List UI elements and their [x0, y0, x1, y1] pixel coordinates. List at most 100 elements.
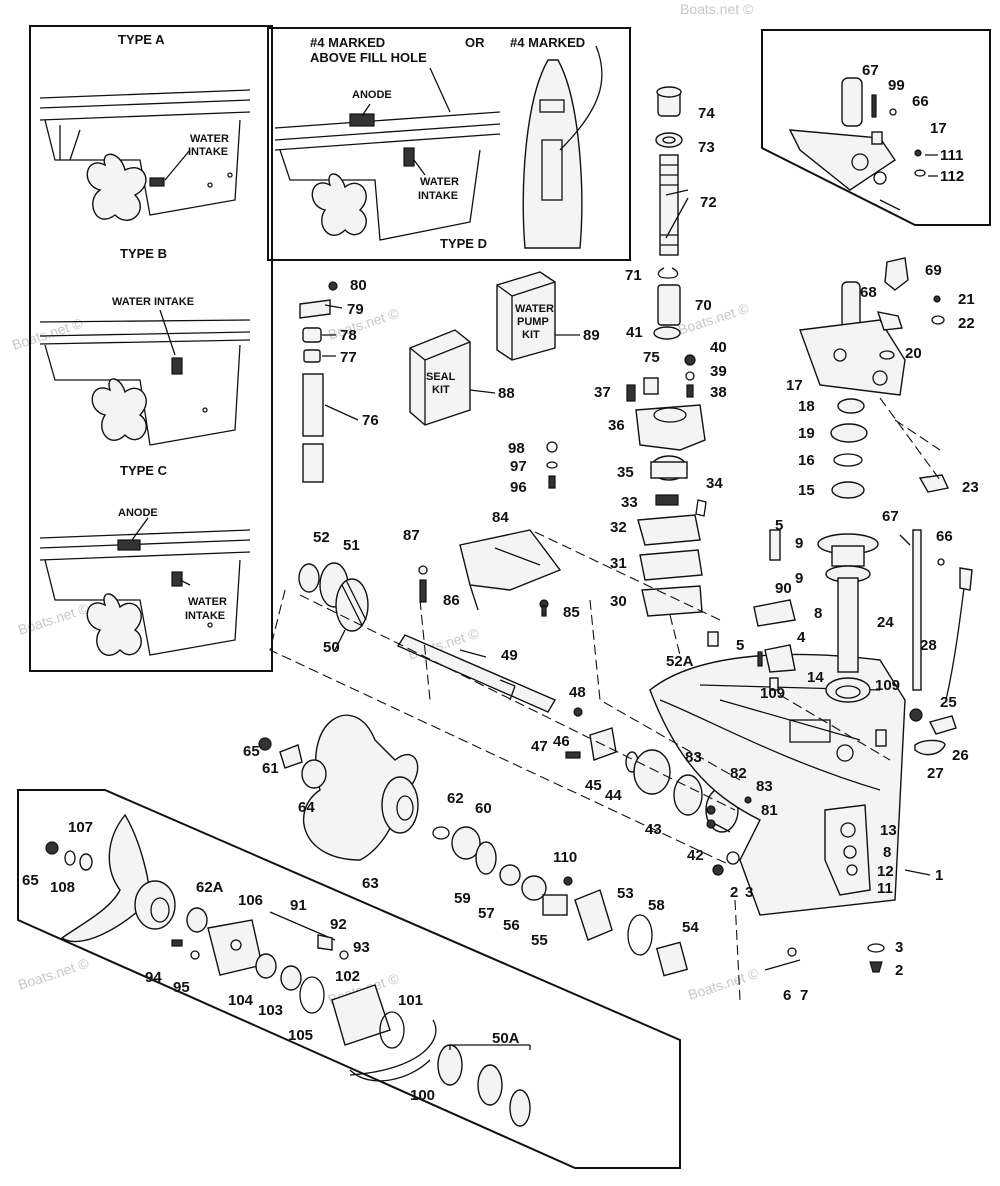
callout-20: 20 [905, 345, 922, 362]
callout-36: 36 [608, 417, 625, 434]
callout-103: 103 [258, 1002, 283, 1019]
callout-62a: 62A [196, 879, 224, 896]
callout-100: 100 [410, 1087, 435, 1104]
seal-kit-text-1: SEAL [426, 371, 456, 383]
watermark-left: Boats.net © [10, 315, 85, 353]
callout-67-right: 67 [882, 508, 899, 525]
pump-kit-text-2: PUMP [517, 316, 549, 328]
callout-73: 73 [698, 139, 715, 156]
callout-11: 11 [877, 880, 893, 897]
callout-48: 48 [569, 684, 586, 701]
callout-30: 30 [610, 593, 627, 610]
watermark-mid2: Boats.net © [676, 300, 751, 338]
callout-35: 35 [617, 464, 634, 481]
callout-55: 55 [531, 932, 548, 949]
callout-60: 60 [475, 800, 492, 817]
callout-81: 81 [761, 802, 778, 819]
callout-63: 63 [362, 875, 379, 892]
callout-6: 6 [783, 987, 791, 1004]
callout-50a: 50A [492, 1030, 520, 1047]
callout-75: 75 [643, 349, 660, 366]
callout-92: 92 [330, 916, 347, 933]
callout-110: 110 [553, 849, 577, 866]
callout-34: 34 [706, 475, 723, 492]
type-d-marked-right: #4 MARKED [510, 35, 585, 50]
callout-17-mid: 17 [786, 377, 803, 394]
callout-24: 24 [877, 614, 894, 631]
callout-70: 70 [695, 297, 712, 314]
callout-85: 85 [563, 604, 580, 621]
callout-41: 41 [626, 324, 643, 341]
callout-7: 7 [800, 987, 808, 1004]
callout-12: 12 [877, 863, 894, 880]
callout-91: 91 [290, 897, 307, 914]
callout-50: 50 [323, 639, 340, 656]
type-c-water: WATER [188, 596, 227, 608]
water-pump-kit-box: WATER PUMP KIT [496, 271, 556, 361]
callout-42: 42 [687, 847, 704, 864]
callout-89: 89 [583, 327, 600, 344]
callout-65-lower: 65 [22, 872, 39, 889]
callout-3-lower: 3 [895, 939, 903, 956]
callout-21: 21 [958, 291, 975, 308]
callout-25: 25 [940, 694, 957, 711]
callout-77: 77 [340, 349, 357, 366]
callout-88: 88 [498, 385, 515, 402]
type-d-label: TYPE D [440, 236, 487, 251]
callout-52: 52 [313, 529, 330, 546]
callout-109-left: 109 [760, 685, 785, 702]
callout-45: 45 [585, 777, 602, 794]
callout-57: 57 [478, 905, 495, 922]
callout-9-upper: 9 [795, 535, 803, 552]
callout-8-lower: 8 [883, 844, 891, 861]
callout-83-right: 83 [756, 778, 773, 795]
inset-tr-frame [761, 29, 991, 226]
pump-base-parts [799, 257, 950, 499]
callout-96: 96 [510, 479, 527, 496]
type-d-water: WATER [420, 176, 459, 188]
callout-38: 38 [710, 384, 727, 401]
driveshaft-parts [626, 86, 707, 617]
inset-types-abc: TYPE A WATER INTAKE TYPE B WATER INTAKE … [29, 25, 273, 672]
type-d-intake: INTAKE [418, 190, 458, 202]
callout-49: 49 [501, 647, 518, 664]
callout-59: 59 [454, 890, 471, 907]
callout-53: 53 [617, 885, 634, 902]
callout-97: 97 [510, 458, 527, 475]
callout-104: 104 [228, 992, 254, 1009]
pump-kit-text-1: WATER [515, 303, 554, 315]
callout-19: 19 [798, 425, 815, 442]
callout-27: 27 [927, 765, 944, 782]
inset-d-frame [267, 27, 631, 261]
callout-28: 28 [920, 637, 937, 654]
callout-2-upper: 2 [730, 884, 738, 901]
callout-56: 56 [503, 917, 520, 934]
callout-4: 4 [797, 629, 806, 646]
callout-83-left: 83 [685, 749, 702, 766]
type-d-marked-left-1: #4 MARKED [310, 35, 385, 50]
callout-5-upper: 5 [775, 517, 783, 534]
callout-107: 107 [68, 819, 93, 836]
callout-5-lower: 5 [736, 637, 744, 654]
callout-9-lower: 9 [795, 570, 803, 587]
type-c-intake: INTAKE [185, 610, 225, 622]
callout-14: 14 [807, 669, 824, 686]
callout-111: 111 [940, 147, 963, 164]
callout-37: 37 [594, 384, 611, 401]
callout-13: 13 [880, 822, 897, 839]
callout-17-top: 17 [930, 120, 947, 137]
callout-94: 94 [145, 969, 162, 986]
inset-top-right [761, 29, 991, 226]
inset-type-d: #4 MARKED ABOVE FILL HOLE OR #4 MARKED A… [267, 27, 631, 261]
seal-kit-text-2: KIT [432, 384, 450, 396]
callout-82: 82 [730, 765, 747, 782]
type-d-anode: ANODE [352, 89, 392, 101]
callout-47: 47 [531, 738, 548, 755]
type-c-drawing [39, 517, 251, 656]
inset-alt-propeller [17, 789, 681, 1169]
callout-66-top: 66 [912, 93, 929, 110]
type-b-drawing [39, 309, 251, 446]
callout-1: 1 [935, 867, 943, 884]
type-d-or: OR [465, 35, 485, 50]
